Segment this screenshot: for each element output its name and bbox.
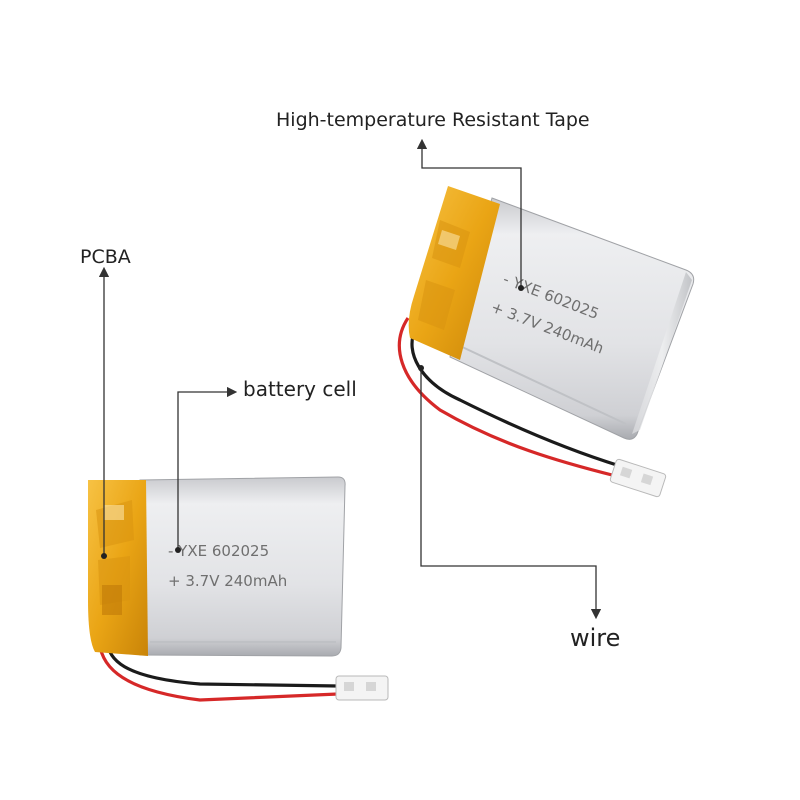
left-battery-cell — [139, 476, 346, 657]
left-battery: - YXE 602025 + 3.7V 240mAh — [88, 476, 389, 702]
wire-label: wire — [570, 624, 621, 652]
pcba-label: PCBA — [80, 246, 131, 268]
left-cell-spec-text: + 3.7V 240mAh — [168, 572, 287, 590]
leader-lines — [98, 138, 602, 620]
arrow-up-icon — [416, 138, 522, 288]
right-battery-cell — [449, 197, 695, 440]
left-cell-model-text: - YXE 602025 — [168, 542, 269, 560]
right-black-wire — [410, 329, 621, 468]
right-connector — [609, 458, 667, 498]
tape-label: High-temperature Resistant Tape — [276, 109, 590, 131]
arrow-down-icon — [420, 368, 602, 620]
arrow-right-icon — [177, 386, 238, 550]
left-connector — [335, 675, 389, 701]
right-battery: - YXE 602025 + 3.7V 240mAh — [397, 186, 695, 498]
battery-cell-label: battery cell — [243, 377, 357, 401]
right-red-wire — [397, 317, 617, 478]
leader-dots — [101, 285, 524, 559]
